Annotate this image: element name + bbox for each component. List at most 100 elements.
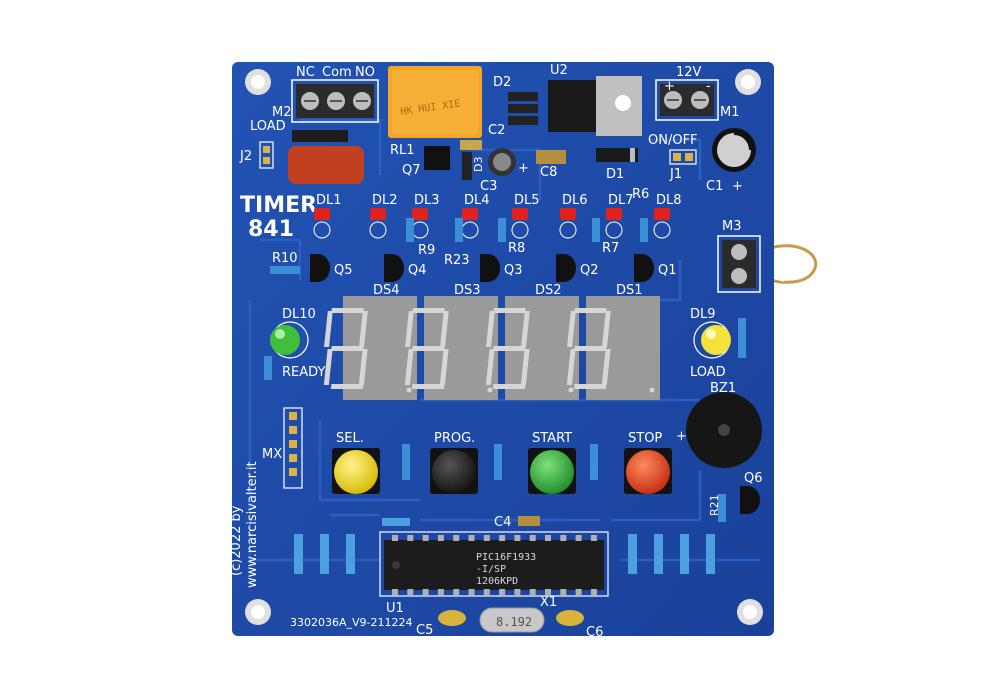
svg-text:+: + xyxy=(518,161,529,176)
svg-text:+: + xyxy=(732,179,743,194)
mx-header: MX xyxy=(262,407,303,489)
u2-ref: U2 xyxy=(550,63,568,78)
seven-segment-display: DS4 DS3 DS2 DS1 xyxy=(323,283,660,400)
svg-text:J1: J1 xyxy=(669,167,682,182)
terminal-label-com: Com xyxy=(322,65,352,80)
transistor-row: Q5 Q4 Q3 Q2 Q1 xyxy=(310,254,677,282)
svg-text:R9: R9 xyxy=(418,243,435,258)
digit-ds2: DS2 xyxy=(485,283,579,400)
load-label: LOAD xyxy=(250,119,286,134)
buzzer: BZ1 + xyxy=(676,381,762,468)
red-led-dl4: DL4 xyxy=(461,193,490,239)
svg-text:-I/SP: -I/SP xyxy=(476,564,506,575)
board-title-line1: TIMER xyxy=(240,193,317,218)
svg-text:DL7: DL7 xyxy=(608,193,634,208)
svg-text:DL1: DL1 xyxy=(316,193,342,208)
svg-text:C5: C5 xyxy=(416,623,433,638)
button-prog[interactable]: PROG. xyxy=(430,431,478,494)
svg-text:Q7: Q7 xyxy=(402,163,421,178)
svg-text:Q2: Q2 xyxy=(580,263,599,278)
svg-text:DL3: DL3 xyxy=(414,193,440,208)
lower-resistor-banks xyxy=(294,518,715,574)
svg-text:Q5: Q5 xyxy=(334,263,353,278)
svg-text:R21: R21 xyxy=(708,494,721,516)
m1-ref: M1 xyxy=(720,105,740,120)
svg-text:DL5: DL5 xyxy=(514,193,540,208)
load-terminal-block: NC Com NO M2 LOAD xyxy=(250,65,379,134)
rl1-ref: RL1 xyxy=(390,143,415,158)
transistor-q1: Q1 xyxy=(634,254,677,282)
svg-text:Q4: Q4 xyxy=(408,263,427,278)
diode-d2: D2 xyxy=(493,75,538,125)
red-led-dl6: DL6 xyxy=(559,193,588,239)
digit-ds1: DS1 xyxy=(566,283,660,400)
microcontroller: PIC16F1933 -I/SP 1206KPD U1 xyxy=(379,531,609,616)
button-start[interactable]: START xyxy=(528,431,576,494)
svg-text:C8: C8 xyxy=(540,165,557,180)
crystal-oscillator: 8.192 X1 C5 C6 xyxy=(416,595,603,640)
svg-text:J2: J2 xyxy=(239,149,252,164)
copyright-text: (c)2022 by www.narcisivalter.it xyxy=(229,461,260,588)
terminal-label-no: NO xyxy=(355,65,375,80)
svg-text:R8: R8 xyxy=(508,241,525,256)
svg-text:+: + xyxy=(676,429,687,444)
red-led-dl1: DL1 xyxy=(313,193,342,239)
svg-text:LOAD: LOAD xyxy=(690,365,726,380)
digit-ds4: DS4 xyxy=(323,283,417,400)
power-voltage-label: 12V xyxy=(676,65,702,80)
resistor-r10: R10 xyxy=(270,251,300,274)
transistor-q5: Q5 xyxy=(310,254,353,282)
led-row-resistors: R9 R8 R7 R6 R23 xyxy=(406,187,649,268)
digit-ds3: DS3 xyxy=(404,283,498,400)
svg-text:C6: C6 xyxy=(586,625,603,640)
capacitor-c1: C1 + xyxy=(706,128,756,194)
svg-text:ON/OFF: ON/OFF xyxy=(648,133,698,148)
svg-text:R7: R7 xyxy=(602,241,619,256)
m3-terminal-block: M3 MW xyxy=(717,219,785,293)
svg-text:+: + xyxy=(664,79,675,94)
voltage-regulator: U2 xyxy=(548,63,642,136)
film-capacitor xyxy=(288,146,364,184)
svg-text:DS1: DS1 xyxy=(616,283,643,298)
svg-text:DL2: DL2 xyxy=(372,193,398,208)
transistor-q3: Q3 xyxy=(480,254,523,282)
button-sel[interactable]: SEL. xyxy=(332,431,380,494)
svg-text:PROG.: PROG. xyxy=(434,431,475,446)
m2-ref: M2 xyxy=(272,105,292,120)
svg-text:SEL.: SEL. xyxy=(336,431,364,446)
svg-text:BZ1: BZ1 xyxy=(710,381,736,396)
svg-text:DL9: DL9 xyxy=(690,307,716,322)
svg-text:Q6: Q6 xyxy=(744,471,763,486)
svg-text:DL10: DL10 xyxy=(282,307,316,322)
jumper-j1: ON/OFF J1 xyxy=(648,133,698,182)
svg-text:R10: R10 xyxy=(272,251,298,266)
transistor-q2: Q2 xyxy=(556,254,599,282)
svg-text:C1: C1 xyxy=(706,179,723,194)
board-version: 3302036A_V9-211224 xyxy=(290,616,413,629)
svg-text:DS3: DS3 xyxy=(454,283,481,298)
board-title-line2: 841 xyxy=(248,217,294,242)
power-terminal-block: 12V + - M1 xyxy=(655,65,740,121)
svg-text:Q3: Q3 xyxy=(504,263,523,278)
svg-text:C4: C4 xyxy=(494,515,511,530)
led-load: DL9 LOAD xyxy=(690,307,746,380)
relay-drive-parts: C2 Q7 D3 + C3 C8 D1 xyxy=(402,123,638,194)
svg-text:8.192: 8.192 xyxy=(496,615,532,629)
terminal-label-nc: NC xyxy=(296,65,315,80)
svg-text:1206KPD: 1206KPD xyxy=(476,576,518,587)
red-led-dl7: DL7 xyxy=(605,193,634,239)
button-stop[interactable]: STOP xyxy=(624,431,672,494)
svg-text:MX: MX xyxy=(262,447,282,462)
svg-text:C2: C2 xyxy=(488,123,505,138)
svg-text:DS4: DS4 xyxy=(373,283,400,298)
svg-text:MW: MW xyxy=(770,258,785,282)
jumper-j2: J2 xyxy=(239,141,274,169)
push-buttons: SEL. PROG. START STOP xyxy=(332,431,672,494)
svg-text:C3: C3 xyxy=(480,179,497,194)
svg-text:(c)2022 by: (c)2022 by xyxy=(229,505,244,576)
svg-text:STOP: STOP xyxy=(628,431,662,446)
svg-text:D2: D2 xyxy=(493,75,511,90)
resistor-top xyxy=(292,130,348,142)
transistor-q4: Q4 xyxy=(384,254,427,282)
